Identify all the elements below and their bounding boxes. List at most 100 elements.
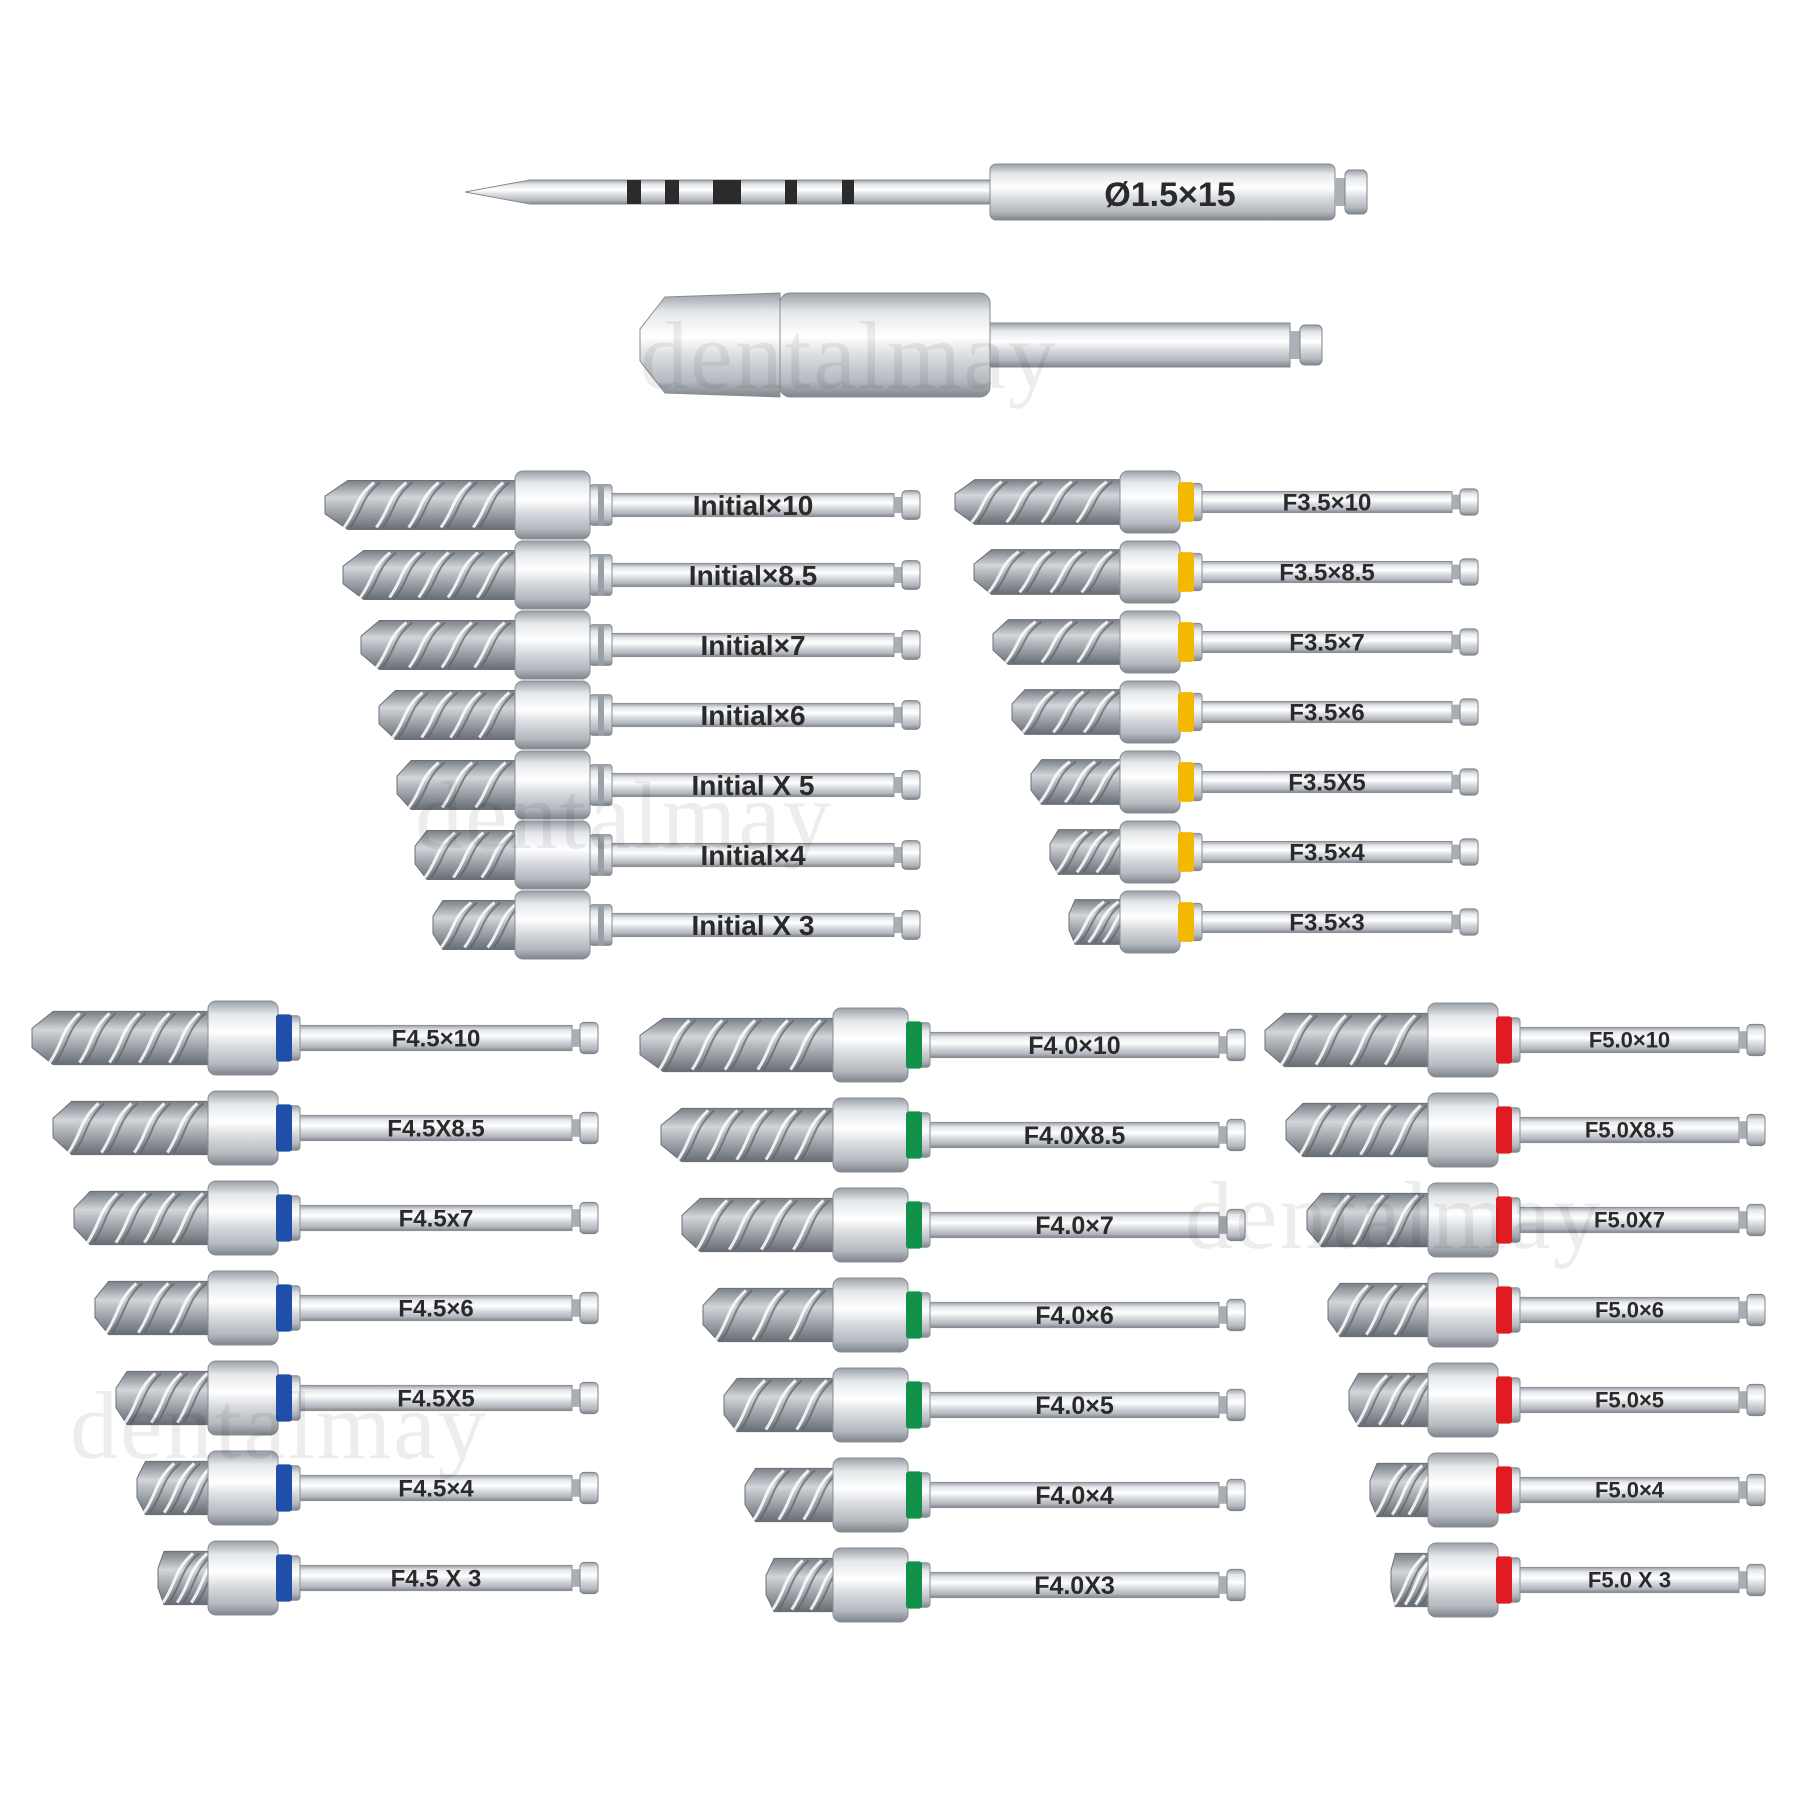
drill-shaft bbox=[1519, 1116, 1740, 1144]
drill-latch-groove bbox=[1335, 178, 1345, 206]
drill-flute bbox=[175, 1282, 208, 1334]
drill-collar bbox=[832, 1187, 909, 1263]
drill-flute bbox=[446, 551, 479, 599]
drill-collar bbox=[832, 1547, 909, 1623]
drill-flute bbox=[1075, 480, 1108, 524]
drill-flute bbox=[105, 1282, 138, 1334]
drill-latch-knob bbox=[1299, 324, 1323, 366]
drill-size-label: F3.5×6 bbox=[1289, 699, 1364, 726]
drill-size-label: F4.5x7 bbox=[399, 1205, 474, 1232]
drill-groove bbox=[598, 484, 604, 526]
drill-collar bbox=[1427, 1092, 1499, 1168]
drill-flute bbox=[475, 551, 509, 599]
drill: F4.0×6 bbox=[702, 1277, 1246, 1353]
drill-latch-knob bbox=[901, 840, 921, 870]
drill-flute bbox=[987, 550, 1020, 594]
drill-shaft bbox=[299, 1564, 573, 1592]
drill-latch-groove bbox=[1739, 1031, 1747, 1049]
drill-flute bbox=[1080, 550, 1113, 594]
drill-collar bbox=[1427, 1272, 1499, 1348]
drill-item: Initial X 5 bbox=[396, 750, 921, 820]
drill-flute bbox=[1045, 760, 1077, 803]
drill-latch-knob bbox=[1226, 1208, 1246, 1242]
drill-collar bbox=[1119, 680, 1181, 744]
pilot-drill-label: Ø1.5×15 bbox=[1104, 176, 1235, 214]
drill: F3.5X5 bbox=[1030, 750, 1479, 814]
drill-flute bbox=[439, 481, 472, 529]
drill-latch-groove bbox=[1452, 774, 1460, 790]
drill-color-band bbox=[1496, 1016, 1512, 1064]
drill-color-band bbox=[1178, 762, 1194, 802]
drill-item: F3.5×4 bbox=[1049, 820, 1479, 884]
drill-item: F4.0×6 bbox=[702, 1277, 1246, 1353]
drill-size-label: F5.0×6 bbox=[1595, 1298, 1664, 1323]
drill-latch-knob bbox=[1459, 628, 1479, 656]
drill-flute bbox=[1082, 690, 1115, 734]
drill-flute bbox=[792, 1199, 825, 1251]
drill-color-band bbox=[1496, 1556, 1512, 1604]
drill-item: Initial X 3 bbox=[432, 890, 921, 960]
drill-flute bbox=[735, 1109, 768, 1161]
drill-flute bbox=[1336, 1284, 1370, 1336]
drill-flute bbox=[676, 1109, 710, 1161]
drill-flute bbox=[1075, 830, 1108, 874]
drill-flute bbox=[1355, 1014, 1388, 1066]
drill-flute bbox=[771, 1109, 803, 1161]
drill-latch-groove bbox=[572, 1389, 580, 1407]
depth-mark bbox=[665, 180, 679, 204]
drill-flute bbox=[1386, 1194, 1419, 1246]
drill-color-band bbox=[1178, 622, 1194, 662]
drill-flute bbox=[84, 1012, 117, 1064]
drill-flute bbox=[727, 1199, 761, 1251]
drill-flute bbox=[702, 1199, 734, 1251]
drill-collar bbox=[514, 470, 591, 540]
drill-flute bbox=[740, 1379, 772, 1431]
drill-item: F4.5X8.5 bbox=[52, 1090, 599, 1166]
drill-flute bbox=[446, 481, 478, 529]
drill-item: Initial×4 bbox=[414, 820, 921, 890]
drill-flute bbox=[1010, 620, 1043, 663]
drill-latch-groove bbox=[894, 496, 902, 514]
drill-flute bbox=[100, 1102, 133, 1154]
drill-flute bbox=[1305, 1104, 1337, 1156]
drill-item: F3.5×6 bbox=[1011, 680, 1479, 744]
drill-flute bbox=[381, 481, 413, 529]
drill-item: F3.5X5 bbox=[1030, 750, 1479, 814]
drill-flute bbox=[414, 761, 446, 809]
drill-extender bbox=[639, 292, 1323, 398]
drill: F5.0 X 3 bbox=[1390, 1542, 1766, 1618]
drill-item: F4.0×10 bbox=[639, 1007, 1246, 1083]
drill-size-label: Initial×8.5 bbox=[689, 560, 817, 591]
drill: F3.5×4 bbox=[1049, 820, 1479, 884]
extender-shank bbox=[989, 322, 1291, 368]
drill-flute bbox=[137, 1282, 170, 1334]
drill-flute bbox=[1005, 480, 1038, 524]
drill-flute bbox=[73, 1102, 106, 1154]
drill-flute bbox=[1365, 1284, 1398, 1336]
drill-flute bbox=[391, 691, 424, 739]
drill-collar bbox=[514, 540, 591, 610]
drill-flute bbox=[756, 1019, 789, 1071]
drill-flute bbox=[1395, 1104, 1428, 1156]
drill-flute bbox=[1028, 690, 1060, 733]
drill-flute bbox=[54, 1012, 87, 1064]
drill-latch-knob bbox=[901, 630, 921, 660]
drill-latch-knob bbox=[901, 490, 921, 520]
drill-latch-groove bbox=[1452, 634, 1460, 650]
drill-flute bbox=[365, 551, 397, 599]
drill: F4.5×10 bbox=[31, 1000, 599, 1076]
drill-shaft bbox=[299, 1204, 573, 1232]
drill-latch-knob bbox=[1459, 908, 1479, 936]
drill-latch-groove bbox=[572, 1119, 580, 1137]
drill-latch-knob bbox=[1459, 698, 1479, 726]
drill-flute bbox=[1089, 690, 1121, 733]
drill-extender-icon bbox=[639, 292, 781, 398]
drill-flute bbox=[1024, 550, 1057, 593]
drill-cutting-body bbox=[1285, 1102, 1429, 1158]
depth-mark bbox=[627, 180, 641, 204]
drill: Initial×6 bbox=[378, 680, 921, 750]
drill-flute bbox=[168, 1012, 201, 1064]
drill-collar bbox=[1119, 750, 1181, 814]
drill-flute bbox=[1390, 1464, 1424, 1516]
drill-flute bbox=[420, 691, 453, 739]
